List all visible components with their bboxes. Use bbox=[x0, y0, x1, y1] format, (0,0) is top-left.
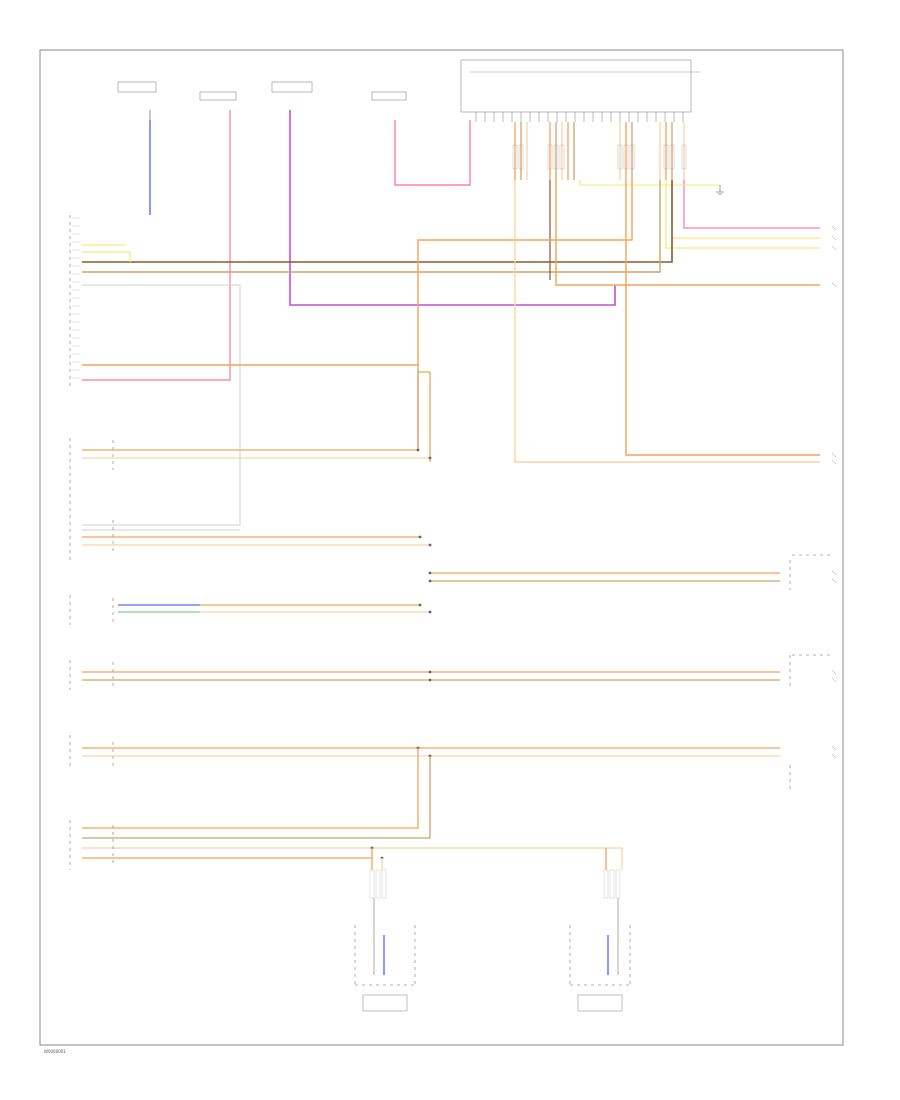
edge-terminal-mark bbox=[831, 225, 837, 231]
diagram-frame bbox=[39, 49, 844, 1046]
wire bbox=[82, 371, 430, 451]
pin-label-box bbox=[381, 869, 387, 899]
pin-label-box bbox=[663, 144, 669, 170]
pin-label-box bbox=[609, 869, 615, 899]
splice-point bbox=[428, 678, 432, 682]
pin-label-box bbox=[369, 869, 375, 899]
fuse-box-left bbox=[117, 81, 157, 93]
pin-label-box bbox=[617, 144, 623, 170]
pin-label-box bbox=[615, 869, 621, 899]
wire-yellow-right bbox=[671, 180, 820, 239]
pin-label-box bbox=[629, 144, 635, 170]
wire-pink-loop bbox=[394, 120, 471, 186]
splice-point bbox=[428, 579, 432, 583]
edge-terminal-mark bbox=[831, 282, 837, 288]
pin-label-box bbox=[375, 869, 381, 899]
pin-label-box bbox=[559, 144, 565, 170]
pin-label-box bbox=[518, 144, 524, 170]
wire bbox=[82, 251, 131, 262]
wire bbox=[82, 756, 431, 839]
wire-pink-right bbox=[683, 180, 820, 229]
edge-terminal-mark bbox=[831, 459, 837, 465]
edge-terminal-mark bbox=[831, 677, 837, 683]
wire bbox=[579, 180, 720, 186]
wire-tan-rail bbox=[82, 180, 661, 273]
wire-red-feed bbox=[82, 110, 231, 381]
pin-label-box bbox=[681, 144, 687, 170]
edge-terminal-mark bbox=[831, 578, 837, 584]
pin-label-box bbox=[623, 144, 629, 170]
edge-terminal-mark bbox=[831, 245, 837, 251]
wire-gray-loop bbox=[82, 284, 241, 526]
edge-terminal-mark bbox=[831, 753, 837, 759]
pin-label-box bbox=[669, 144, 675, 170]
wire-brown-rail bbox=[82, 180, 673, 263]
pin-label-box bbox=[512, 144, 518, 170]
pin-label-box bbox=[553, 144, 559, 170]
headlight-label-box bbox=[577, 994, 623, 1012]
splice-point bbox=[428, 670, 432, 674]
fuse-box-right bbox=[271, 81, 313, 93]
footer-code: W0000001 bbox=[44, 1049, 66, 1054]
wire bbox=[82, 748, 419, 829]
pin-label-box bbox=[603, 869, 609, 899]
splice-point bbox=[428, 456, 432, 460]
fuse-box-center bbox=[199, 91, 237, 101]
wire bbox=[555, 180, 820, 286]
edge-terminal-mark bbox=[831, 745, 837, 751]
splice-point bbox=[418, 603, 422, 607]
component-layer bbox=[69, 59, 837, 1012]
edge-terminal-mark bbox=[831, 669, 837, 675]
wire-orange-loop bbox=[82, 180, 633, 366]
pin-label-box bbox=[547, 144, 553, 170]
splice-point bbox=[416, 448, 420, 452]
wire bbox=[665, 180, 820, 249]
headlight-label-box bbox=[362, 994, 408, 1012]
wire bbox=[82, 847, 623, 870]
splice-point bbox=[428, 571, 432, 575]
control-unit-module bbox=[460, 59, 692, 113]
fuse-box-small bbox=[371, 91, 407, 101]
wire-layer bbox=[82, 110, 820, 975]
splice-point bbox=[428, 543, 432, 547]
edge-terminal-mark bbox=[831, 570, 837, 576]
wire bbox=[514, 180, 820, 463]
wire bbox=[625, 180, 820, 456]
splice-point bbox=[428, 610, 432, 614]
splice-point bbox=[418, 535, 422, 539]
edge-terminal-mark bbox=[831, 452, 837, 458]
wire-purple-feed bbox=[289, 110, 616, 306]
edge-terminal-mark bbox=[831, 235, 837, 241]
